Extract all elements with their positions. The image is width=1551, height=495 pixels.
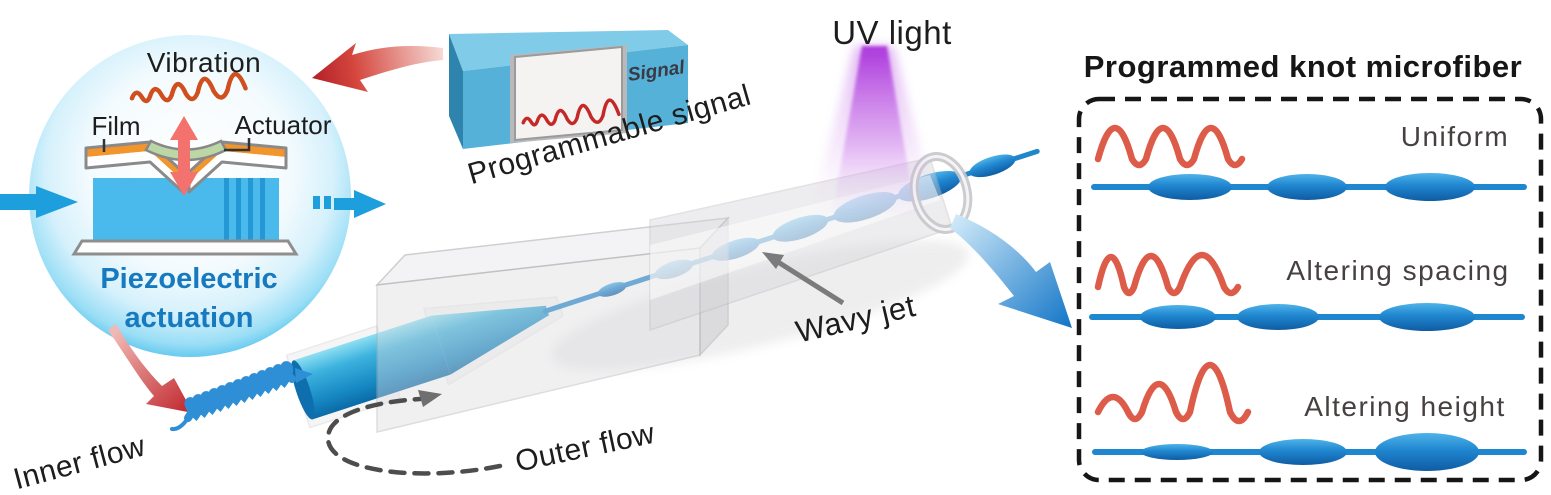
altering-height-label: Altering height <box>1304 391 1506 422</box>
signal-generator: Signal <box>449 30 688 149</box>
flow-out-arrow-icon <box>313 190 386 218</box>
panel-row-altering-height: Altering height <box>1092 361 1527 471</box>
altering-spacing-fiber-knots <box>1140 303 1475 331</box>
altering-spacing-label: Altering spacing <box>1286 255 1509 286</box>
inset-heading: Vibration <box>147 47 262 78</box>
piezo-caption-line2: actuation <box>125 302 254 334</box>
programmed-knot-panel: Programmed knot microfiber Uniform Alter… <box>1076 49 1544 483</box>
inner-tube <box>293 315 451 420</box>
device-shadow <box>551 240 969 370</box>
piezo-caption-line1: Piezoelectric <box>100 263 277 295</box>
altering-spacing-signal-wave-icon <box>1094 252 1242 297</box>
inner-flow-coil-icon <box>170 361 313 432</box>
outer-flow-label: Outer flow <box>512 417 657 479</box>
altering-height-fiber-knots <box>1141 433 1479 471</box>
uv-beam <box>808 46 940 225</box>
inset-channel <box>71 178 299 256</box>
outer-glass-block <box>375 216 730 433</box>
panel-dashed-border <box>1076 96 1544 483</box>
wavy-jet-pointer <box>762 252 845 306</box>
uv-light-label: UV light <box>832 14 952 51</box>
film-label: Film <box>91 111 140 141</box>
blue-arrow-to-panel-icon <box>950 214 1072 328</box>
altering-height-signal-wave-icon <box>1094 361 1252 425</box>
inset-bottom-plate <box>71 239 299 256</box>
nozzle-cone <box>431 305 549 375</box>
generator-side-face <box>449 34 463 149</box>
piezoelectric-inset: Vibration Film Actuator Piezoelectric ac… <box>0 35 386 357</box>
uniform-signal-wave-icon <box>1094 124 1246 169</box>
red-arrow-signal-to-inset-icon <box>312 43 443 92</box>
uniform-fiber-knots <box>1148 173 1475 201</box>
vibration-wave-icon <box>129 71 248 104</box>
vibration-double-arrow-icon <box>170 116 198 196</box>
pressure-wave-stripes <box>224 178 265 240</box>
uniform-label: Uniform <box>1401 121 1510 152</box>
red-arrow-inset-to-flow-icon <box>108 324 193 413</box>
outer-flow-pointer <box>325 390 503 476</box>
panel-row-uniform: Uniform <box>1091 121 1527 201</box>
screen-signal-wave-icon <box>521 98 621 127</box>
panel-row-altering-spacing: Altering spacing <box>1089 252 1525 331</box>
panel-title: Programmed knot microfiber <box>1084 49 1522 84</box>
actuator-pointer-line <box>224 138 251 152</box>
inner-flow-label: Inner flow <box>10 429 149 495</box>
flow-in-arrow-icon <box>0 186 78 218</box>
actuator-label: Actuator <box>235 110 332 140</box>
